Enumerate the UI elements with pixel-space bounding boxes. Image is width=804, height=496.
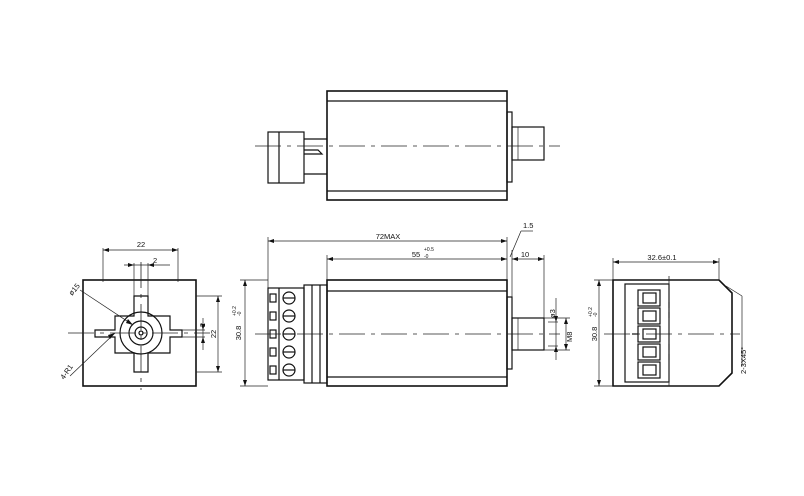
- dim-shaft-dia: ø3: [548, 309, 557, 318]
- top-view: [255, 90, 560, 201]
- dim-body-height: 30.8: [234, 326, 243, 341]
- dim-flange: 1.5: [523, 221, 533, 230]
- dim-right-gap: 2: [198, 323, 207, 327]
- terminal-slots: [632, 289, 661, 379]
- dim-body-height-tol-upper: +0.2: [232, 306, 238, 316]
- rear-view: 32.6±0.1 30.8 +0.2 -0 2-3X45°: [588, 253, 748, 392]
- dim-right-height: 22: [209, 330, 218, 338]
- dim-chamfer: 2-3X45°: [739, 347, 748, 374]
- dim-corner-radius: 4-R1: [58, 363, 75, 381]
- dim-thread: M8: [565, 332, 574, 342]
- dim-side-height-tol-lower: -0: [593, 312, 599, 317]
- dim-body-length: 55: [412, 250, 420, 259]
- side-view-body: [326, 279, 508, 387]
- dim-side-width: 32.6±0.1: [647, 253, 676, 262]
- top-view-body: [326, 90, 508, 201]
- front-view: 22 2 2 22 ø15 4-R1: [58, 240, 222, 390]
- dim-body-length-tol-upper: +0.5: [424, 247, 434, 253]
- dim-overall-length: 72MAX: [376, 232, 401, 241]
- dim-body-height-tol-lower: -0: [237, 311, 243, 316]
- dim-top-gap: 2: [153, 256, 157, 265]
- dim-hole-dia: ø15: [67, 282, 82, 298]
- side-view: 30.8 +0.2 -0 72MAX 55 +0.5 -0 1.5 10: [232, 221, 574, 387]
- rear-view-body: [612, 279, 733, 387]
- dim-shaft-length: 10: [521, 250, 529, 259]
- dim-body-length-tol-lower: -0: [424, 254, 429, 260]
- top-view-shaft: [511, 126, 545, 161]
- top-view-connector: [267, 131, 305, 184]
- dim-side-height: 30.8: [590, 327, 599, 342]
- dim-side-height-tol-upper: +0.2: [588, 307, 594, 317]
- dim-top-width: 22: [137, 240, 145, 249]
